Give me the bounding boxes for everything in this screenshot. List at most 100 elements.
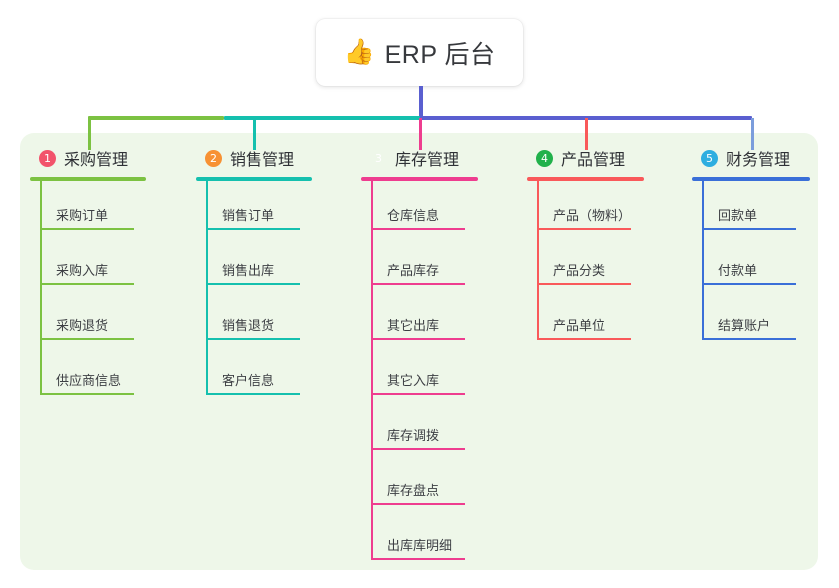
- list-item[interactable]: 产品单位: [527, 291, 644, 346]
- branch-title: 库存管理: [395, 152, 460, 169]
- branch-item-list: 仓库信息产品库存其它出库其它入库库存调拨库存盘点出库库明细: [361, 181, 478, 566]
- list-item[interactable]: 供应商信息: [30, 346, 146, 401]
- list-item-label: 库存盘点: [387, 483, 440, 498]
- list-item-label: 产品库存: [387, 263, 440, 278]
- list-item[interactable]: 采购退货: [30, 291, 146, 346]
- branch-item-list: 产品（物料） 产品分类产品单位: [527, 181, 644, 346]
- bus-segment-teal: [224, 116, 420, 120]
- drop-purchase: [88, 118, 91, 150]
- list-item[interactable]: 回款单: [692, 181, 810, 236]
- list-item-label: 出库库明细: [387, 538, 453, 553]
- list-item-label: 采购退货: [56, 318, 109, 333]
- branch-spine: [371, 181, 373, 560]
- branch-header-underline: [361, 177, 478, 181]
- list-item[interactable]: 库存盘点: [361, 456, 478, 511]
- drop-finance: [751, 118, 754, 150]
- branch-title: 财务管理: [726, 152, 791, 169]
- branch-header-1[interactable]: 1 采购管理: [30, 145, 146, 171]
- branch-title: 采购管理: [64, 152, 129, 169]
- branch-spine: [537, 181, 539, 340]
- branches-panel: [20, 133, 818, 570]
- branch-number-badge: 4: [536, 149, 553, 167]
- list-item-label: 产品（物料）: [553, 208, 632, 223]
- branch-number-badge: 2: [205, 149, 222, 167]
- list-item-underline: [40, 228, 134, 230]
- list-item[interactable]: 采购订单: [30, 181, 146, 236]
- list-item-label: 供应商信息: [56, 373, 122, 388]
- list-item-label: 采购订单: [56, 208, 109, 223]
- branch-title: 产品管理: [561, 152, 626, 169]
- drop-inventory: [419, 118, 422, 150]
- list-item-underline: [702, 228, 796, 230]
- list-item[interactable]: 产品（物料）: [527, 181, 644, 236]
- list-item-label: 客户信息: [222, 373, 275, 388]
- list-item-label: 销售出库: [222, 263, 275, 278]
- list-item-label: 结算账户: [718, 318, 771, 333]
- list-item-underline: [702, 338, 796, 340]
- drop-sales: [253, 118, 256, 150]
- list-item-underline: [537, 283, 631, 285]
- branch-spine: [40, 181, 42, 395]
- list-item[interactable]: 库存调拨: [361, 401, 478, 456]
- list-item[interactable]: 产品库存: [361, 236, 478, 291]
- list-item-underline: [371, 558, 465, 560]
- branch-item-list: 销售订单销售出库销售退货客户信息: [196, 181, 312, 401]
- branch-number-badge: 1: [39, 149, 56, 167]
- list-item-label: 销售订单: [222, 208, 275, 223]
- list-item[interactable]: 其它出库: [361, 291, 478, 346]
- list-item[interactable]: 出库库明细: [361, 511, 478, 566]
- list-item-label: 付款单: [718, 263, 758, 278]
- branch-header-underline: [692, 177, 810, 181]
- list-item[interactable]: 销售出库: [196, 236, 312, 291]
- branch-column-1: 1 采购管理采购订单采购入库采购退货供应商信息: [30, 145, 146, 401]
- branch-header-underline: [30, 177, 146, 181]
- list-item-label: 其它入库: [387, 373, 440, 388]
- list-item[interactable]: 其它入库: [361, 346, 478, 401]
- thumbs-up-icon: 👍: [343, 38, 375, 66]
- branch-header-4[interactable]: 4 产品管理: [527, 145, 644, 171]
- list-item[interactable]: 结算账户: [692, 291, 810, 346]
- list-item-underline: [206, 393, 300, 395]
- list-item-underline: [371, 393, 465, 395]
- list-item-underline: [537, 338, 631, 340]
- branch-item-list: 回款单付款单结算账户: [692, 181, 810, 346]
- list-item-label: 回款单: [718, 208, 758, 223]
- branch-spine: [206, 181, 208, 395]
- list-item-underline: [40, 283, 134, 285]
- root-node-card[interactable]: 👍 ERP 后台: [316, 19, 523, 86]
- list-item-underline: [537, 228, 631, 230]
- list-item-underline: [40, 338, 134, 340]
- branch-header-3[interactable]: 3 库存管理: [361, 145, 478, 171]
- list-item-label: 产品分类: [553, 263, 606, 278]
- branch-column-3: 3 库存管理仓库信息产品库存其它出库其它入库库存调拨库存盘点出库库明细: [361, 145, 478, 566]
- list-item-underline: [702, 283, 796, 285]
- bus-segment-green: [88, 116, 224, 120]
- list-item[interactable]: 客户信息: [196, 346, 312, 401]
- list-item[interactable]: 仓库信息: [361, 181, 478, 236]
- list-item-label: 库存调拨: [387, 428, 440, 443]
- trunk-connector: [419, 86, 423, 118]
- list-item[interactable]: 销售订单: [196, 181, 312, 236]
- list-item-label: 采购入库: [56, 263, 109, 278]
- branch-header-underline: [527, 177, 644, 181]
- list-item-underline: [371, 503, 465, 505]
- list-item[interactable]: 采购入库: [30, 236, 146, 291]
- list-item-underline: [371, 338, 465, 340]
- list-item-underline: [371, 283, 465, 285]
- branch-number-badge: 3: [375, 151, 382, 165]
- list-item-label: 产品单位: [553, 318, 606, 333]
- list-item-underline: [371, 448, 465, 450]
- drop-product: [585, 118, 588, 150]
- list-item[interactable]: 销售退货: [196, 291, 312, 346]
- branch-header-underline: [196, 177, 312, 181]
- list-item-underline: [40, 393, 134, 395]
- list-item[interactable]: 付款单: [692, 236, 810, 291]
- list-item[interactable]: 产品分类: [527, 236, 644, 291]
- list-item-underline: [206, 283, 300, 285]
- branch-item-list: 采购订单采购入库采购退货供应商信息: [30, 181, 146, 401]
